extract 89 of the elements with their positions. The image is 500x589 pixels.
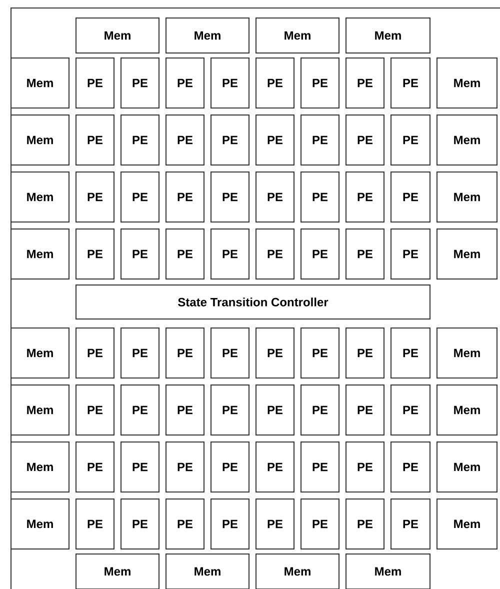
processing-element-box: PE bbox=[390, 114, 430, 166]
processing-element-box: PE bbox=[300, 172, 340, 222]
processing-element-box: PE bbox=[76, 498, 114, 550]
memory-box: Mem bbox=[436, 384, 498, 436]
processing-element-box: PE bbox=[300, 498, 340, 550]
processing-element-box: PE bbox=[390, 172, 430, 222]
processing-element-box: PE bbox=[166, 228, 204, 280]
processing-element-box: PE bbox=[210, 328, 250, 378]
processing-element-box: PE bbox=[76, 172, 114, 222]
memory-box: Mem bbox=[436, 498, 498, 550]
processing-element-box: PE bbox=[210, 114, 250, 166]
processing-element-box: PE bbox=[76, 384, 114, 436]
processing-element-box: PE bbox=[76, 58, 114, 108]
processing-element-box: PE bbox=[166, 114, 204, 166]
processing-element-box: PE bbox=[390, 58, 430, 108]
memory-box: Mem bbox=[76, 18, 160, 54]
processing-element-box: PE bbox=[346, 172, 384, 222]
processing-element-box: PE bbox=[256, 114, 294, 166]
processing-element-box: PE bbox=[76, 328, 114, 378]
processing-element-box: PE bbox=[210, 384, 250, 436]
processing-element-box: PE bbox=[346, 498, 384, 550]
processing-element-box: PE bbox=[120, 328, 160, 378]
processing-element-box: PE bbox=[166, 384, 204, 436]
processing-element-box: PE bbox=[346, 114, 384, 166]
processing-element-box: PE bbox=[346, 384, 384, 436]
processing-element-box: PE bbox=[120, 384, 160, 436]
processing-element-box: PE bbox=[120, 58, 160, 108]
memory-box: Mem bbox=[436, 114, 498, 166]
memory-box: Mem bbox=[166, 18, 250, 54]
processing-element-box: PE bbox=[120, 228, 160, 280]
processing-element-box: PE bbox=[210, 58, 250, 108]
processing-element-box: PE bbox=[256, 328, 294, 378]
memory-box: Mem bbox=[256, 554, 340, 589]
memory-box: Mem bbox=[436, 328, 498, 378]
processing-element-box: PE bbox=[210, 442, 250, 492]
processing-element-box: PE bbox=[256, 384, 294, 436]
memory-box: Mem bbox=[76, 554, 160, 589]
processing-element-box: PE bbox=[390, 228, 430, 280]
memory-box: Mem bbox=[346, 18, 430, 54]
memory-box: Mem bbox=[166, 554, 250, 589]
processing-element-box: PE bbox=[210, 228, 250, 280]
memory-box: Mem bbox=[10, 498, 70, 550]
processing-element-box: PE bbox=[390, 442, 430, 492]
processing-element-box: PE bbox=[256, 442, 294, 492]
memory-box: Mem bbox=[10, 384, 70, 436]
memory-box: Mem bbox=[10, 228, 70, 280]
processing-element-box: PE bbox=[210, 498, 250, 550]
processing-element-box: PE bbox=[256, 58, 294, 108]
processing-element-box: PE bbox=[300, 328, 340, 378]
processing-element-box: PE bbox=[120, 442, 160, 492]
processing-element-box: PE bbox=[166, 442, 204, 492]
processing-element-box: PE bbox=[300, 228, 340, 280]
processing-element-box: PE bbox=[76, 228, 114, 280]
processing-element-box: PE bbox=[300, 58, 340, 108]
controller-box: State Transition Controller bbox=[76, 284, 430, 320]
processing-element-box: PE bbox=[300, 442, 340, 492]
memory-box: Mem bbox=[10, 328, 70, 378]
processing-element-box: PE bbox=[390, 384, 430, 436]
processing-element-box: PE bbox=[166, 328, 204, 378]
processing-element-box: PE bbox=[390, 328, 430, 378]
memory-box: Mem bbox=[436, 58, 498, 108]
processing-element-box: PE bbox=[76, 114, 114, 166]
processing-element-box: PE bbox=[120, 498, 160, 550]
processing-element-box: PE bbox=[120, 172, 160, 222]
memory-box: Mem bbox=[10, 58, 70, 108]
processing-element-box: PE bbox=[166, 172, 204, 222]
processing-element-box: PE bbox=[256, 498, 294, 550]
memory-box: Mem bbox=[10, 172, 70, 222]
processing-element-box: PE bbox=[346, 328, 384, 378]
memory-box: Mem bbox=[10, 442, 70, 492]
processing-element-box: PE bbox=[300, 114, 340, 166]
processing-element-box: PE bbox=[120, 114, 160, 166]
memory-box: Mem bbox=[10, 114, 70, 166]
memory-box: Mem bbox=[256, 18, 340, 54]
memory-box: Mem bbox=[436, 442, 498, 492]
processing-element-box: PE bbox=[256, 172, 294, 222]
processing-element-box: PE bbox=[346, 228, 384, 280]
processing-element-box: PE bbox=[346, 58, 384, 108]
memory-box: Mem bbox=[436, 228, 498, 280]
processing-element-box: PE bbox=[300, 384, 340, 436]
processing-element-box: PE bbox=[166, 498, 204, 550]
processing-element-box: PE bbox=[256, 228, 294, 280]
memory-box: Mem bbox=[346, 554, 430, 589]
processing-element-box: PE bbox=[346, 442, 384, 492]
memory-box: Mem bbox=[436, 172, 498, 222]
processing-element-box: PE bbox=[76, 442, 114, 492]
processing-element-box: PE bbox=[210, 172, 250, 222]
processing-element-box: PE bbox=[166, 58, 204, 108]
processing-element-box: PE bbox=[390, 498, 430, 550]
